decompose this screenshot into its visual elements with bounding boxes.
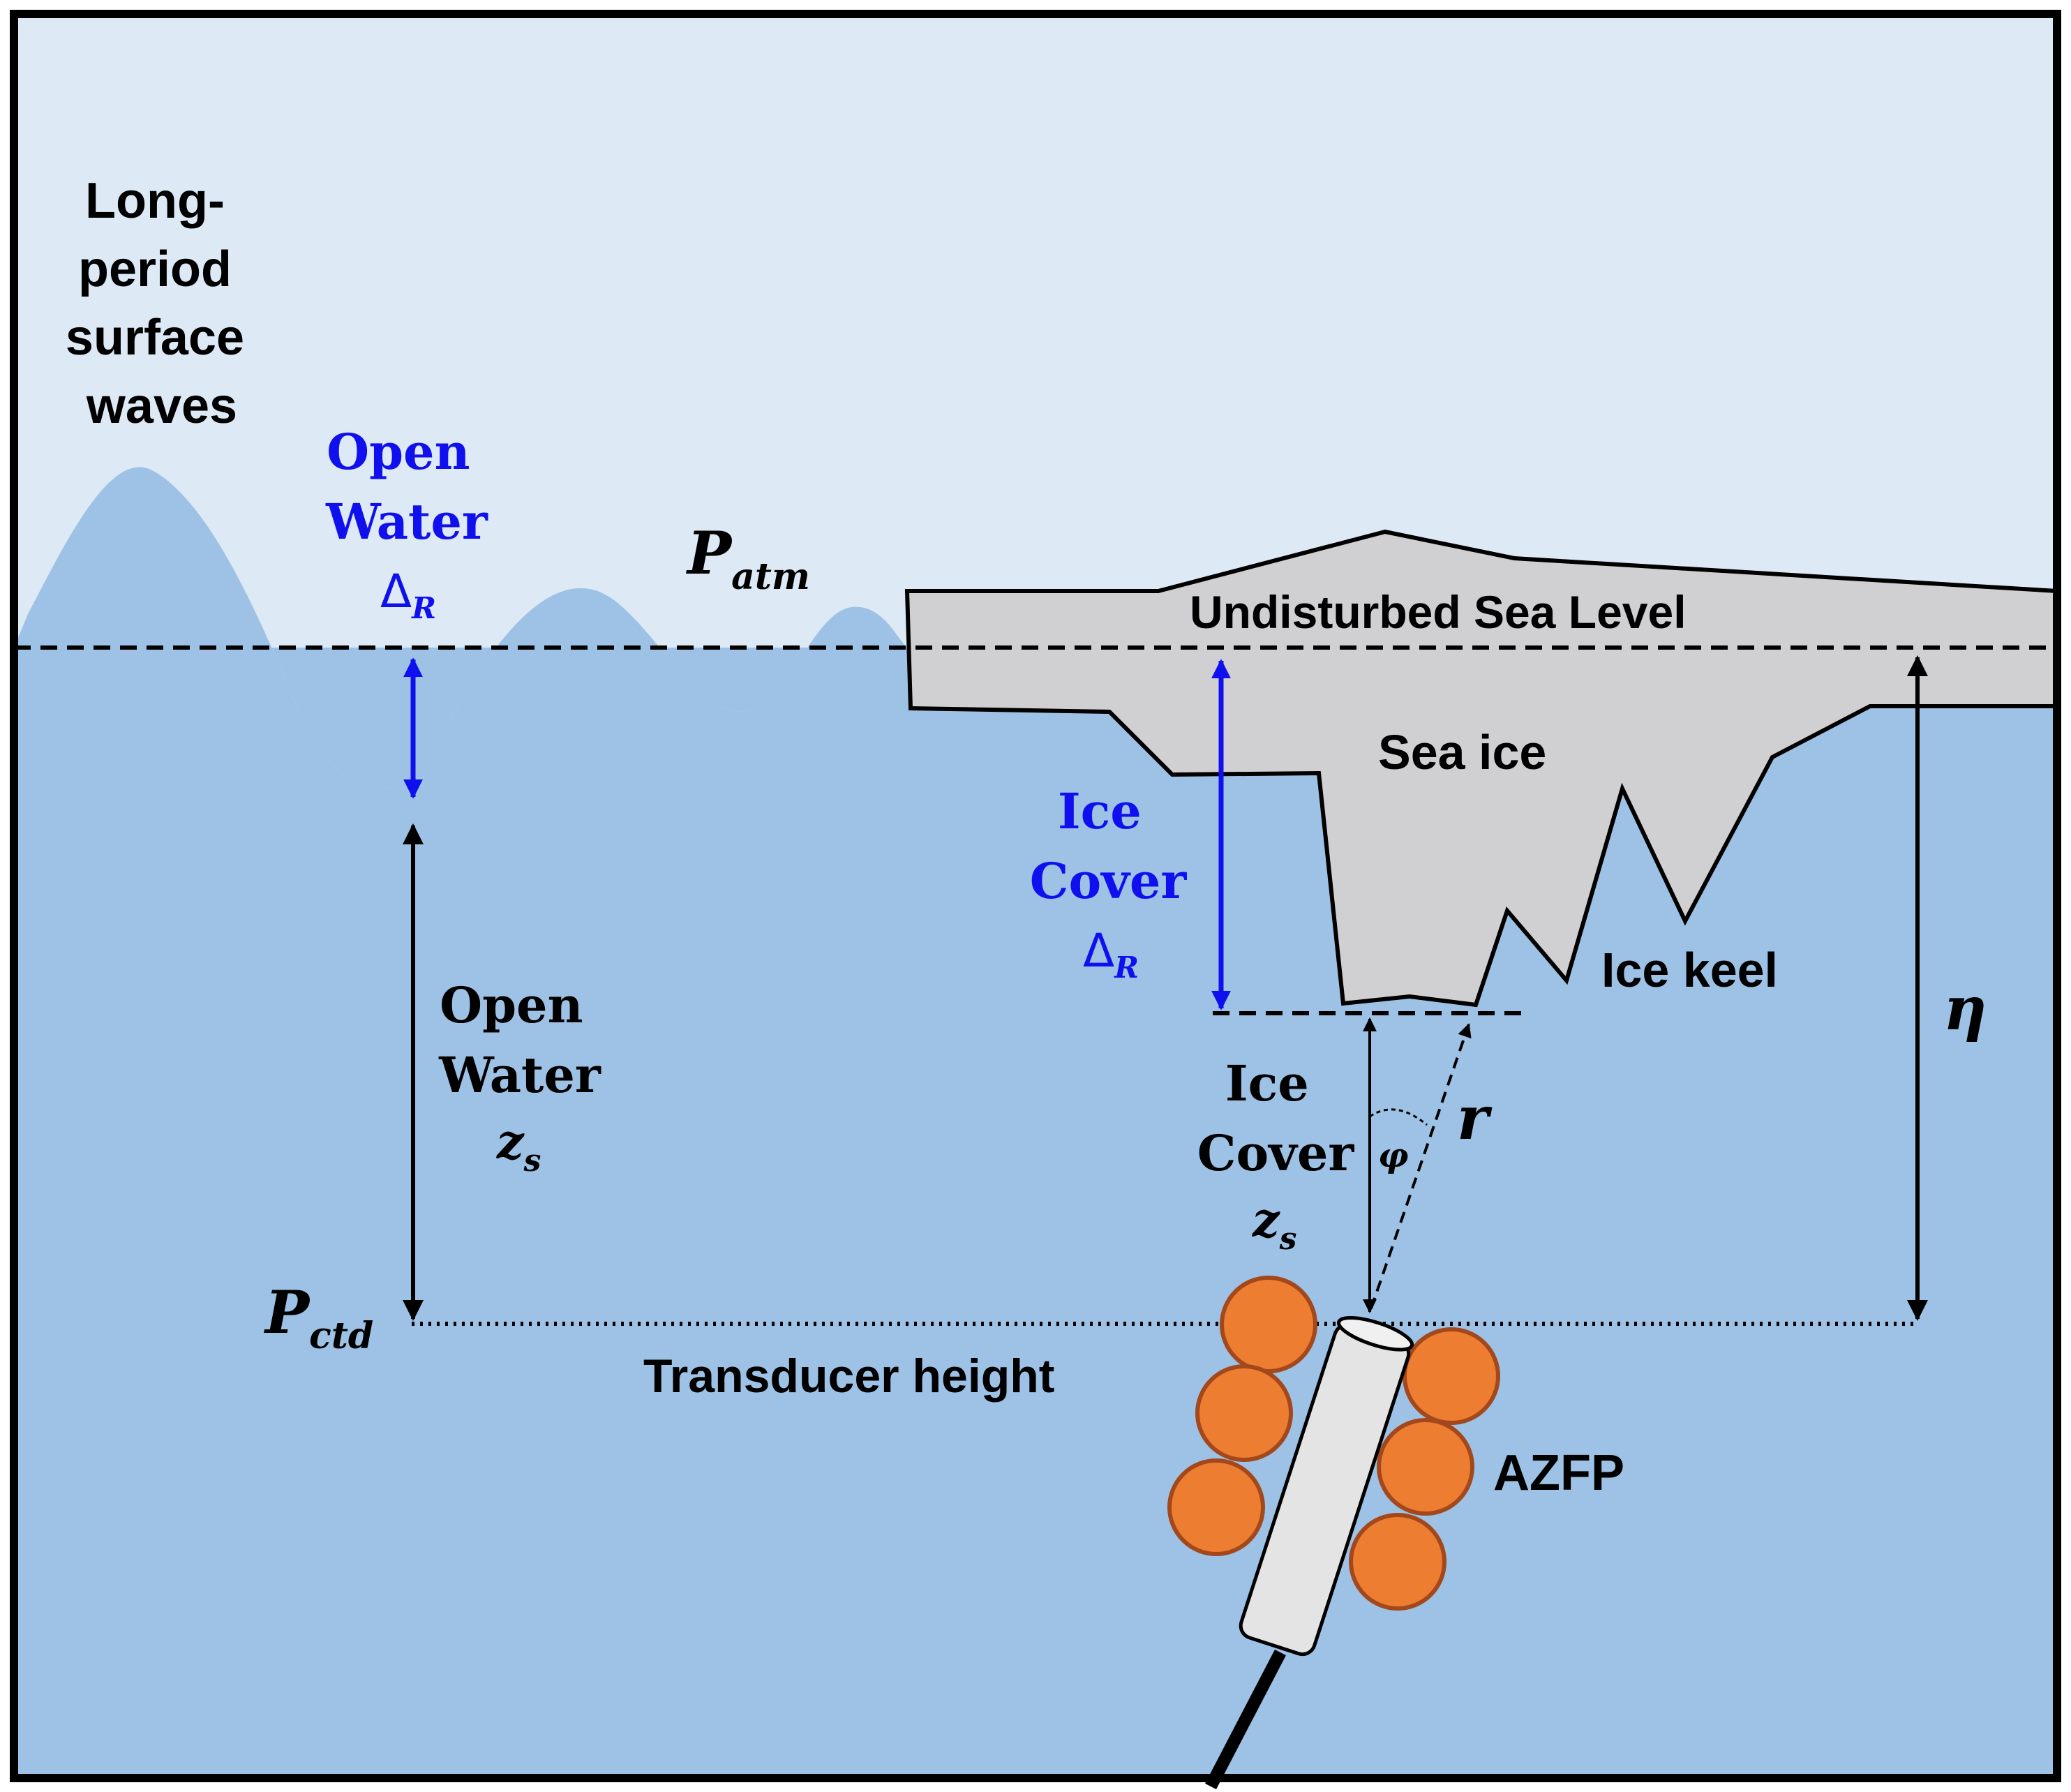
float-ball	[1220, 1276, 1317, 1373]
sea-ice-label: Sea ice	[1378, 725, 1546, 779]
azfp-label: AZFP	[1493, 1445, 1624, 1501]
phi-label: φ	[1378, 1136, 1408, 1175]
azfp-instrument	[1167, 1276, 1500, 1790]
mooring-cable	[1205, 1649, 1286, 1790]
transducer-face	[1337, 1315, 1414, 1352]
open-water-zs-symbol: zs	[496, 1114, 541, 1179]
ice-cover-zs-label: Ice Cover	[1197, 1054, 1355, 1182]
slant-range-arrow	[1370, 1023, 1472, 1309]
eta-label: η	[1943, 973, 1987, 1044]
diagram-frame	[10, 10, 2061, 1782]
angle-arc	[1369, 1108, 1428, 1126]
ice-cover-delta-symbol: ΔR	[1083, 924, 1139, 985]
wave-surface	[14, 467, 907, 790]
float-ball	[1195, 1364, 1293, 1462]
float-ball	[1167, 1458, 1265, 1556]
waves-label: Long- period surface waves	[66, 173, 258, 434]
float-ball	[1349, 1513, 1446, 1611]
open-water-zs-label: Open Water	[438, 976, 601, 1104]
ice-keel-label: Ice keel	[1601, 943, 1778, 997]
p-ctd-label: Pctd	[264, 1278, 373, 1357]
p-atm-label: Patm	[686, 518, 810, 598]
ice-cover-zs-symbol: zs	[1252, 1193, 1296, 1257]
ice-cover-delta-label: Ice Cover	[1030, 782, 1188, 910]
open-water-delta-symbol: ΔR	[380, 565, 436, 625]
float-ball	[1403, 1327, 1500, 1425]
float-ball	[1377, 1418, 1474, 1516]
sea-ice-block	[904, 529, 2059, 1008]
open-water-delta-label: Open Water	[325, 423, 488, 551]
transducer-height-label: Transducer height	[643, 1350, 1054, 1403]
undisturbed-sea-level-label: Undisturbed Sea Level	[1190, 586, 1687, 638]
r-label: r	[1457, 1083, 1493, 1153]
